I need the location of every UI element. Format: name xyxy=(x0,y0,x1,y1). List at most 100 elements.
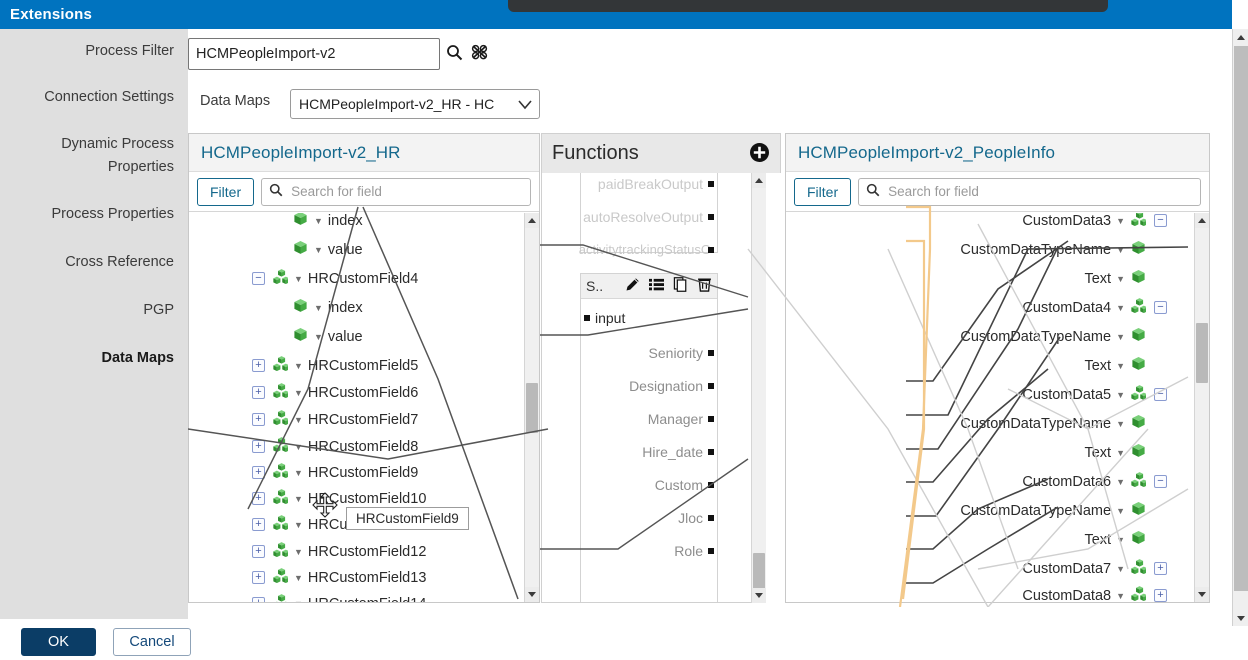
sidebar-item-pgp[interactable]: PGP xyxy=(143,302,174,318)
source-filter-button[interactable]: Filter xyxy=(197,177,255,206)
ok-button[interactable]: OK xyxy=(21,628,96,656)
scroll-down-icon[interactable] xyxy=(1233,610,1248,626)
expand-toggle-icon[interactable]: + xyxy=(1154,562,1167,575)
function-output-port[interactable]: Jloc xyxy=(581,501,717,534)
source-tree-row[interactable]: −▼HRCustomField4 xyxy=(247,264,420,293)
port-dot-icon[interactable] xyxy=(708,547,714,554)
list-icon[interactable] xyxy=(649,277,664,295)
function-block-ghost[interactable]: paidBreakOutput autoResolveOutput activi… xyxy=(579,173,718,257)
target-tree-row[interactable]: CustomData7▼+ xyxy=(1020,554,1172,583)
expand-toggle-icon[interactable]: + xyxy=(252,597,265,602)
function-input-port[interactable]: input xyxy=(581,299,717,336)
target-tree-row[interactable]: CustomDataTypeName▼ xyxy=(958,496,1172,525)
caret-down-icon[interactable]: ▼ xyxy=(294,441,303,452)
function-output-port[interactable]: activitytrackingStatusO xyxy=(579,233,717,266)
function-output-port[interactable]: Hire_date xyxy=(581,435,717,468)
target-tree-row[interactable]: Text▼ xyxy=(1082,525,1172,554)
caret-down-icon[interactable]: ▼ xyxy=(1116,273,1125,284)
cancel-button[interactable]: Cancel xyxy=(113,628,191,656)
target-tree-row[interactable]: CustomDataTypeName▼ xyxy=(958,322,1172,351)
source-search-wrap[interactable] xyxy=(261,177,531,206)
expand-toggle-icon[interactable]: + xyxy=(252,413,265,426)
sidebar-item-connection-settings[interactable]: Connection Settings xyxy=(44,89,174,105)
sidebar-item-process-filter[interactable]: Process Filter xyxy=(85,43,174,59)
function-output-port[interactable]: autoResolveOutput xyxy=(581,200,717,233)
expand-toggle-icon[interactable]: + xyxy=(252,466,265,479)
scroll-up-icon[interactable] xyxy=(1233,29,1248,45)
target-tree-row[interactable]: CustomDataTypeName▼ xyxy=(958,235,1172,264)
caret-down-icon[interactable]: ▼ xyxy=(1116,244,1125,255)
process-filter-input[interactable] xyxy=(188,38,440,70)
caret-down-icon[interactable]: ▼ xyxy=(294,387,303,398)
source-tree-row[interactable]: +▼HRCustomField13 xyxy=(247,563,428,592)
port-dot-icon[interactable] xyxy=(708,514,714,521)
expand-toggle-icon[interactable]: − xyxy=(1154,475,1167,488)
expand-toggle-icon[interactable]: + xyxy=(252,545,265,558)
port-dot-icon[interactable] xyxy=(708,448,714,455)
caret-down-icon[interactable]: ▼ xyxy=(1116,505,1125,516)
source-tree-row[interactable]: +▼HRCustomField6 xyxy=(247,378,420,407)
expand-toggle-icon[interactable]: − xyxy=(252,272,265,285)
port-dot-icon[interactable] xyxy=(708,180,714,187)
caret-down-icon[interactable]: ▼ xyxy=(314,244,323,255)
sidebar-item-process-properties[interactable]: Process Properties xyxy=(51,206,175,222)
port-dot-icon[interactable] xyxy=(708,246,714,253)
port-dot-icon[interactable] xyxy=(708,481,714,488)
caret-down-icon[interactable]: ▼ xyxy=(294,273,303,284)
function-output-port[interactable]: Seniority xyxy=(581,336,717,369)
source-tree-row[interactable]: +▼HRCustomField12 xyxy=(247,537,428,566)
data-maps-select[interactable]: HCMPeopleImport-v2_HR - HC xyxy=(290,89,540,119)
scroll-thumb[interactable] xyxy=(526,383,538,433)
caret-down-icon[interactable]: ▼ xyxy=(1116,331,1125,342)
source-search-input[interactable] xyxy=(289,183,523,200)
scroll-thumb[interactable] xyxy=(753,553,765,593)
caret-down-icon[interactable]: ▼ xyxy=(1116,389,1125,400)
expand-toggle-icon[interactable]: + xyxy=(252,386,265,399)
caret-down-icon[interactable]: ▼ xyxy=(314,302,323,313)
target-tree-row[interactable]: Text▼ xyxy=(1082,438,1172,467)
caret-down-icon[interactable]: ▼ xyxy=(1116,302,1125,313)
page-scrollbar[interactable] xyxy=(1232,29,1248,626)
trash-icon[interactable] xyxy=(697,277,712,295)
source-tree-row[interactable]: ▼value xyxy=(267,322,365,351)
port-dot-icon[interactable] xyxy=(708,213,714,220)
caret-down-icon[interactable]: ▼ xyxy=(1116,215,1125,226)
target-tree-row[interactable]: CustomData4▼− xyxy=(1020,293,1172,322)
caret-down-icon[interactable]: ▼ xyxy=(294,572,303,583)
source-tree-row[interactable]: +▼HRCustomField7 xyxy=(247,405,420,434)
scroll-up-icon[interactable] xyxy=(525,213,539,228)
caret-down-icon[interactable]: ▼ xyxy=(294,599,303,603)
source-tree-row[interactable]: ▼index xyxy=(267,213,365,235)
expand-toggle-icon[interactable]: − xyxy=(1154,214,1167,227)
scroll-down-icon[interactable] xyxy=(525,587,539,602)
edit-pencil-icon[interactable] xyxy=(625,277,640,295)
target-tree-row[interactable]: CustomData8▼+ xyxy=(1020,581,1172,602)
sidebar-item-cross-reference[interactable]: Cross Reference xyxy=(65,254,174,270)
scroll-down-icon[interactable] xyxy=(1195,587,1209,602)
target-tree-row[interactable]: CustomData5▼− xyxy=(1020,380,1172,409)
caret-down-icon[interactable]: ▼ xyxy=(294,467,303,478)
function-output-port[interactable]: paidBreakOutput xyxy=(581,173,717,200)
clear-filter-icon[interactable] xyxy=(471,43,488,60)
source-tree-row[interactable]: +▼HRCustomField14 xyxy=(247,589,428,602)
caret-down-icon[interactable]: ▼ xyxy=(294,360,303,371)
port-dot-icon[interactable] xyxy=(708,415,714,422)
function-output-port[interactable]: Role xyxy=(581,534,717,567)
expand-toggle-icon[interactable]: − xyxy=(1154,388,1167,401)
caret-down-icon[interactable]: ▼ xyxy=(314,331,323,342)
source-tree-scrollbar[interactable] xyxy=(524,213,539,602)
target-tree-row[interactable]: Text▼ xyxy=(1082,264,1172,293)
search-icon[interactable] xyxy=(446,43,467,61)
caret-down-icon[interactable]: ▼ xyxy=(294,414,303,425)
source-tree-row[interactable]: +▼HRCustomField8 xyxy=(247,432,420,461)
caret-down-icon[interactable]: ▼ xyxy=(1116,534,1125,545)
port-dot-icon[interactable] xyxy=(708,382,714,389)
function-block-active[interactable]: S.. xyxy=(580,273,718,602)
target-filter-button[interactable]: Filter xyxy=(794,177,852,206)
functions-canvas-scrollbar[interactable] xyxy=(751,173,766,603)
expand-toggle-icon[interactable]: − xyxy=(1154,301,1167,314)
source-tree-row[interactable]: +▼HRCustomField9 xyxy=(247,458,420,487)
sidebar-item-data-maps[interactable]: Data Maps xyxy=(101,350,174,366)
sidebar-item-dynamic-process-properties[interactable]: Dynamic Process Properties xyxy=(61,136,174,175)
target-tree-row[interactable]: CustomData6▼− xyxy=(1020,467,1172,496)
